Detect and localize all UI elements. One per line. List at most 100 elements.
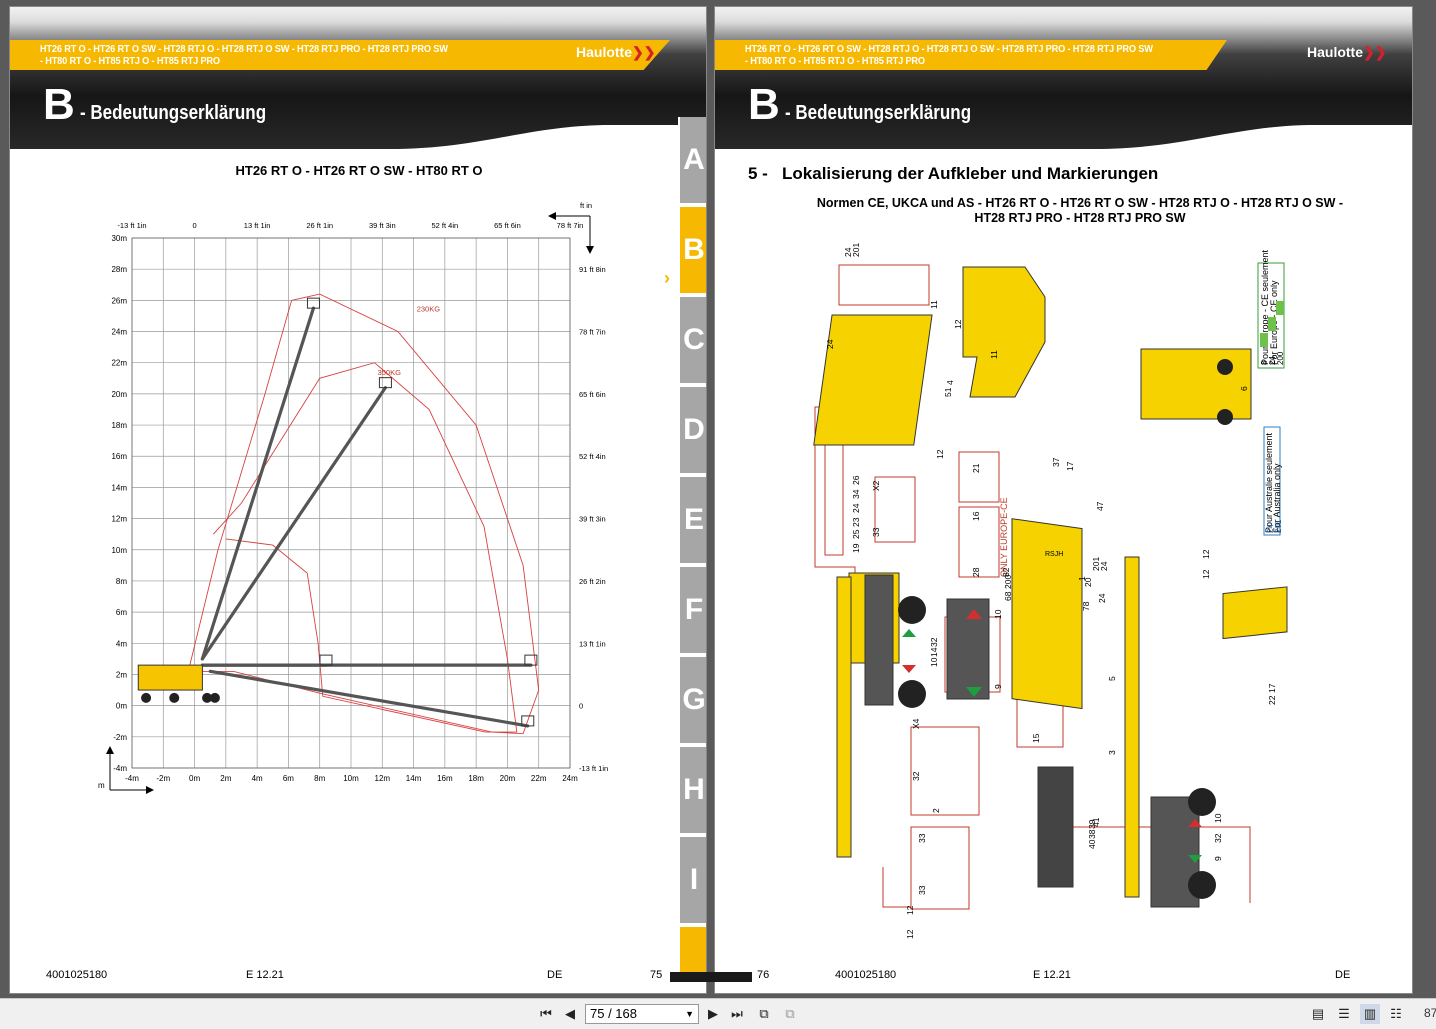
facing-view-icon[interactable]: ▥ (1360, 1004, 1380, 1024)
decal-callout-number: 32 (929, 637, 939, 647)
x-ft-tick-label: 0 (192, 221, 196, 230)
section-title: - Bedeutungserklärung (80, 102, 267, 124)
decal-callout-number: 24 (843, 247, 853, 257)
decal-callout-number: 10 (1213, 813, 1223, 823)
header-curve (715, 125, 1412, 165)
go-back-icon[interactable]: ⧉ (759, 1006, 769, 1021)
logo-chevron-icon: ❯❯ (632, 44, 656, 60)
brand-logo: Haulotte❯❯ (1307, 44, 1387, 60)
y-tick-label: -4m (113, 764, 127, 773)
next-page-icon[interactable]: ▶ (708, 1006, 718, 1021)
decal-callout-number: 12 (953, 319, 963, 329)
prev-page-icon[interactable]: ◀ (565, 1006, 575, 1021)
x-ft-tick-label: 39 ft 3in (369, 221, 396, 230)
plot-frame (131, 237, 571, 769)
decal-callout-number: 33 (917, 833, 927, 843)
go-forward-icon[interactable]: ⧉ (785, 1006, 795, 1021)
tab-g[interactable]: G (678, 657, 706, 743)
decal-callout-number: 16 (971, 511, 981, 521)
y-tick-label: 22m (111, 359, 127, 368)
decal-callout-number: 37 (1051, 457, 1061, 467)
footer-doc-number: 4001025180 (46, 969, 108, 981)
series-label-350kg: 350KG (378, 368, 402, 377)
boom-position (208, 669, 530, 728)
europe-code-label: 24 (1268, 356, 1277, 365)
section-letter: B (748, 80, 780, 129)
decal-callout-number: 9 (1213, 856, 1223, 861)
platform-basket (306, 297, 320, 309)
decal-callout-number: 12 (905, 929, 915, 939)
tab-i[interactable]: I (678, 837, 706, 923)
tab-a[interactable]: A (678, 117, 706, 203)
y-tick-label: 16m (111, 452, 127, 461)
decal-callout-number: 10 (993, 609, 1003, 619)
decal-callout-number: 22 (1267, 695, 1277, 705)
decal-callout-number: 17 (1267, 683, 1277, 693)
platform-basket (524, 654, 538, 666)
first-page-icon[interactable]: ⏮ (540, 1006, 552, 1021)
y-ft-tick-label: 78 ft 7in (579, 328, 606, 337)
tab-b[interactable]: ›B (664, 207, 706, 293)
y-tick-label: 4m (116, 639, 127, 648)
decal-callout-number: 17 (1065, 461, 1075, 471)
models-line1: HT26 RT O - HT26 RT O SW - HT28 RTJ O - … (744, 43, 1153, 55)
x-tick-label: 24m (562, 774, 578, 783)
tab-d[interactable]: D (678, 387, 706, 473)
australia-code-label: 24 (1266, 524, 1275, 533)
last-page-icon[interactable]: ⏭ (731, 1006, 743, 1021)
envelope-230kg (187, 293, 540, 735)
continuous-view-icon[interactable]: ☰ (1338, 1006, 1350, 1021)
tab-h[interactable]: H (678, 747, 706, 833)
y-ft-tick-label: 26 ft 2in (579, 577, 606, 586)
continuous-facing-view-icon[interactable]: ☷ (1390, 1006, 1402, 1021)
y-ft-tick-label: 39 ft 3in (579, 515, 606, 524)
y-tick-label: -2m (113, 733, 127, 742)
australia-note-2: For Australia only (1272, 463, 1282, 533)
ft-unit-label: ft in (580, 201, 592, 210)
machine-wheel (141, 692, 152, 703)
models-line2: - HT80 RT O - HT85 RTJ O - HT85 RTJ PRO (744, 55, 925, 67)
decal-callout-number: X2 (871, 480, 881, 491)
decal-callout-number: 20 (1083, 577, 1093, 587)
y-tick-label: 26m (111, 296, 127, 305)
tab-e[interactable]: E (678, 477, 706, 563)
section-heading: 5 - Lokalisierung der Aufkleber und Mark… (748, 164, 1159, 183)
y-ft-tick-label: 13 ft 1in (579, 639, 606, 648)
section-subheading: Normen CE, UKCA und AS - HT26 RT O - HT2… (816, 196, 1344, 225)
footer-edition: E 12.21 (1033, 969, 1071, 981)
decal-callout-number: 25 (851, 529, 861, 539)
tab-f[interactable]: F (678, 567, 706, 653)
decal-callout-number: 11 (929, 300, 939, 309)
decal-callout-number: 12 (935, 449, 945, 459)
decal-callout-number: X4 (911, 718, 921, 729)
footer-lang: DE (1335, 969, 1351, 981)
logo-chevron-icon: ❯❯ (1363, 44, 1387, 60)
platform-basket (378, 377, 392, 389)
decal-callout-number: 47 (1095, 501, 1105, 511)
tab-c[interactable]: C (678, 297, 706, 383)
decal-callout-number: 68 (1003, 591, 1013, 601)
ft-axis-arrow (552, 215, 591, 250)
decal-callout-number: 6 (1239, 386, 1249, 391)
y-tick-label: 24m (111, 328, 127, 337)
decal-callout-number: 9 (993, 684, 1003, 689)
footer-lang: DE (547, 969, 563, 981)
x-tick-label: 8m (314, 774, 325, 783)
single-page-view-icon[interactable]: ▤ (1311, 1006, 1325, 1021)
decal-callout-number: 82 (1001, 567, 1011, 577)
only-europe-label: ONLY EUROPE-CE (999, 497, 1009, 577)
machine-chassis (137, 664, 203, 691)
page-75: HT26 RT O - HT26 RT O SW - HT28 RTJ O - … (9, 6, 707, 994)
australia-note-1: Pour Australie seulement (1264, 432, 1274, 533)
boom-position (200, 386, 388, 661)
page-number-input[interactable]: 75 / 168▼ (585, 1004, 699, 1024)
x-ft-tick-label: 78 ft 7in (557, 221, 584, 230)
y-ft-tick-label: 65 ft 6in (579, 390, 606, 399)
y-tick-label: 0m (116, 702, 127, 711)
europe-code-badge (1268, 317, 1276, 331)
plate-label: RSJH (1045, 551, 1063, 558)
zoom-level[interactable]: 87 (1424, 1006, 1436, 1020)
x-ft-tick-label: 26 ft 1in (306, 221, 333, 230)
machine-wheel (169, 692, 180, 703)
x-tick-label: 12m (375, 774, 391, 783)
